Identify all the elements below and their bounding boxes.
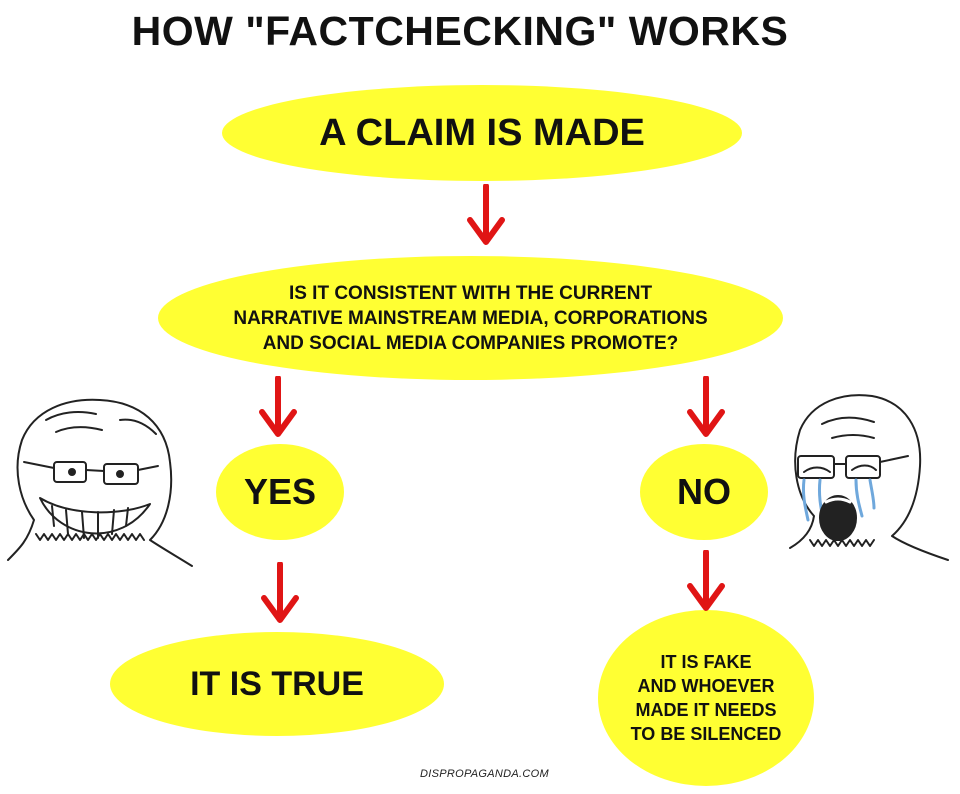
source-credit: DISPROPAGANDA.COM <box>420 768 549 780</box>
true-result-node: IT IS TRUE <box>110 632 444 736</box>
no-node: NO <box>640 444 768 540</box>
question-line-2: NARRATIVE MAINSTREAM MEDIA, CORPORATIONS <box>233 307 708 329</box>
true-result-label: IT IS TRUE <box>190 664 364 703</box>
claim-node-label: A CLAIM IS MADE <box>319 111 645 154</box>
diagram-title: HOW "FACTCHECKING" WORKS <box>131 8 789 54</box>
fake-result-line-1: IT IS FAKE <box>660 652 752 672</box>
arrow-question-to-yes <box>262 378 294 434</box>
no-node-label: NO <box>677 471 731 512</box>
fake-result-line-2: AND WHOEVER <box>637 676 775 696</box>
crying-soyjak-icon <box>789 394 949 561</box>
fake-result-node: IT IS FAKE AND WHOEVER MADE IT NEEDS TO … <box>598 610 814 786</box>
claim-node: A CLAIM IS MADE <box>222 85 742 181</box>
fake-result-line-3: MADE IT NEEDS <box>635 700 777 720</box>
question-node: IS IT CONSISTENT WITH THE CURRENT NARRAT… <box>158 256 783 380</box>
fake-result-line-4: TO BE SILENCED <box>630 724 782 744</box>
question-line-1: IS IT CONSISTENT WITH THE CURRENT <box>288 282 653 304</box>
arrow-no-to-fake <box>690 552 722 608</box>
arrow-yes-to-true <box>264 564 296 620</box>
yes-node-label: YES <box>243 471 317 512</box>
arrow-claim-to-question <box>470 186 502 242</box>
arrow-question-to-no <box>690 378 722 434</box>
grinning-wojak-icon <box>7 398 193 567</box>
question-line-3: AND SOCIAL MEDIA COMPANIES PROMOTE? <box>262 332 679 354</box>
yes-node: YES <box>216 444 344 540</box>
